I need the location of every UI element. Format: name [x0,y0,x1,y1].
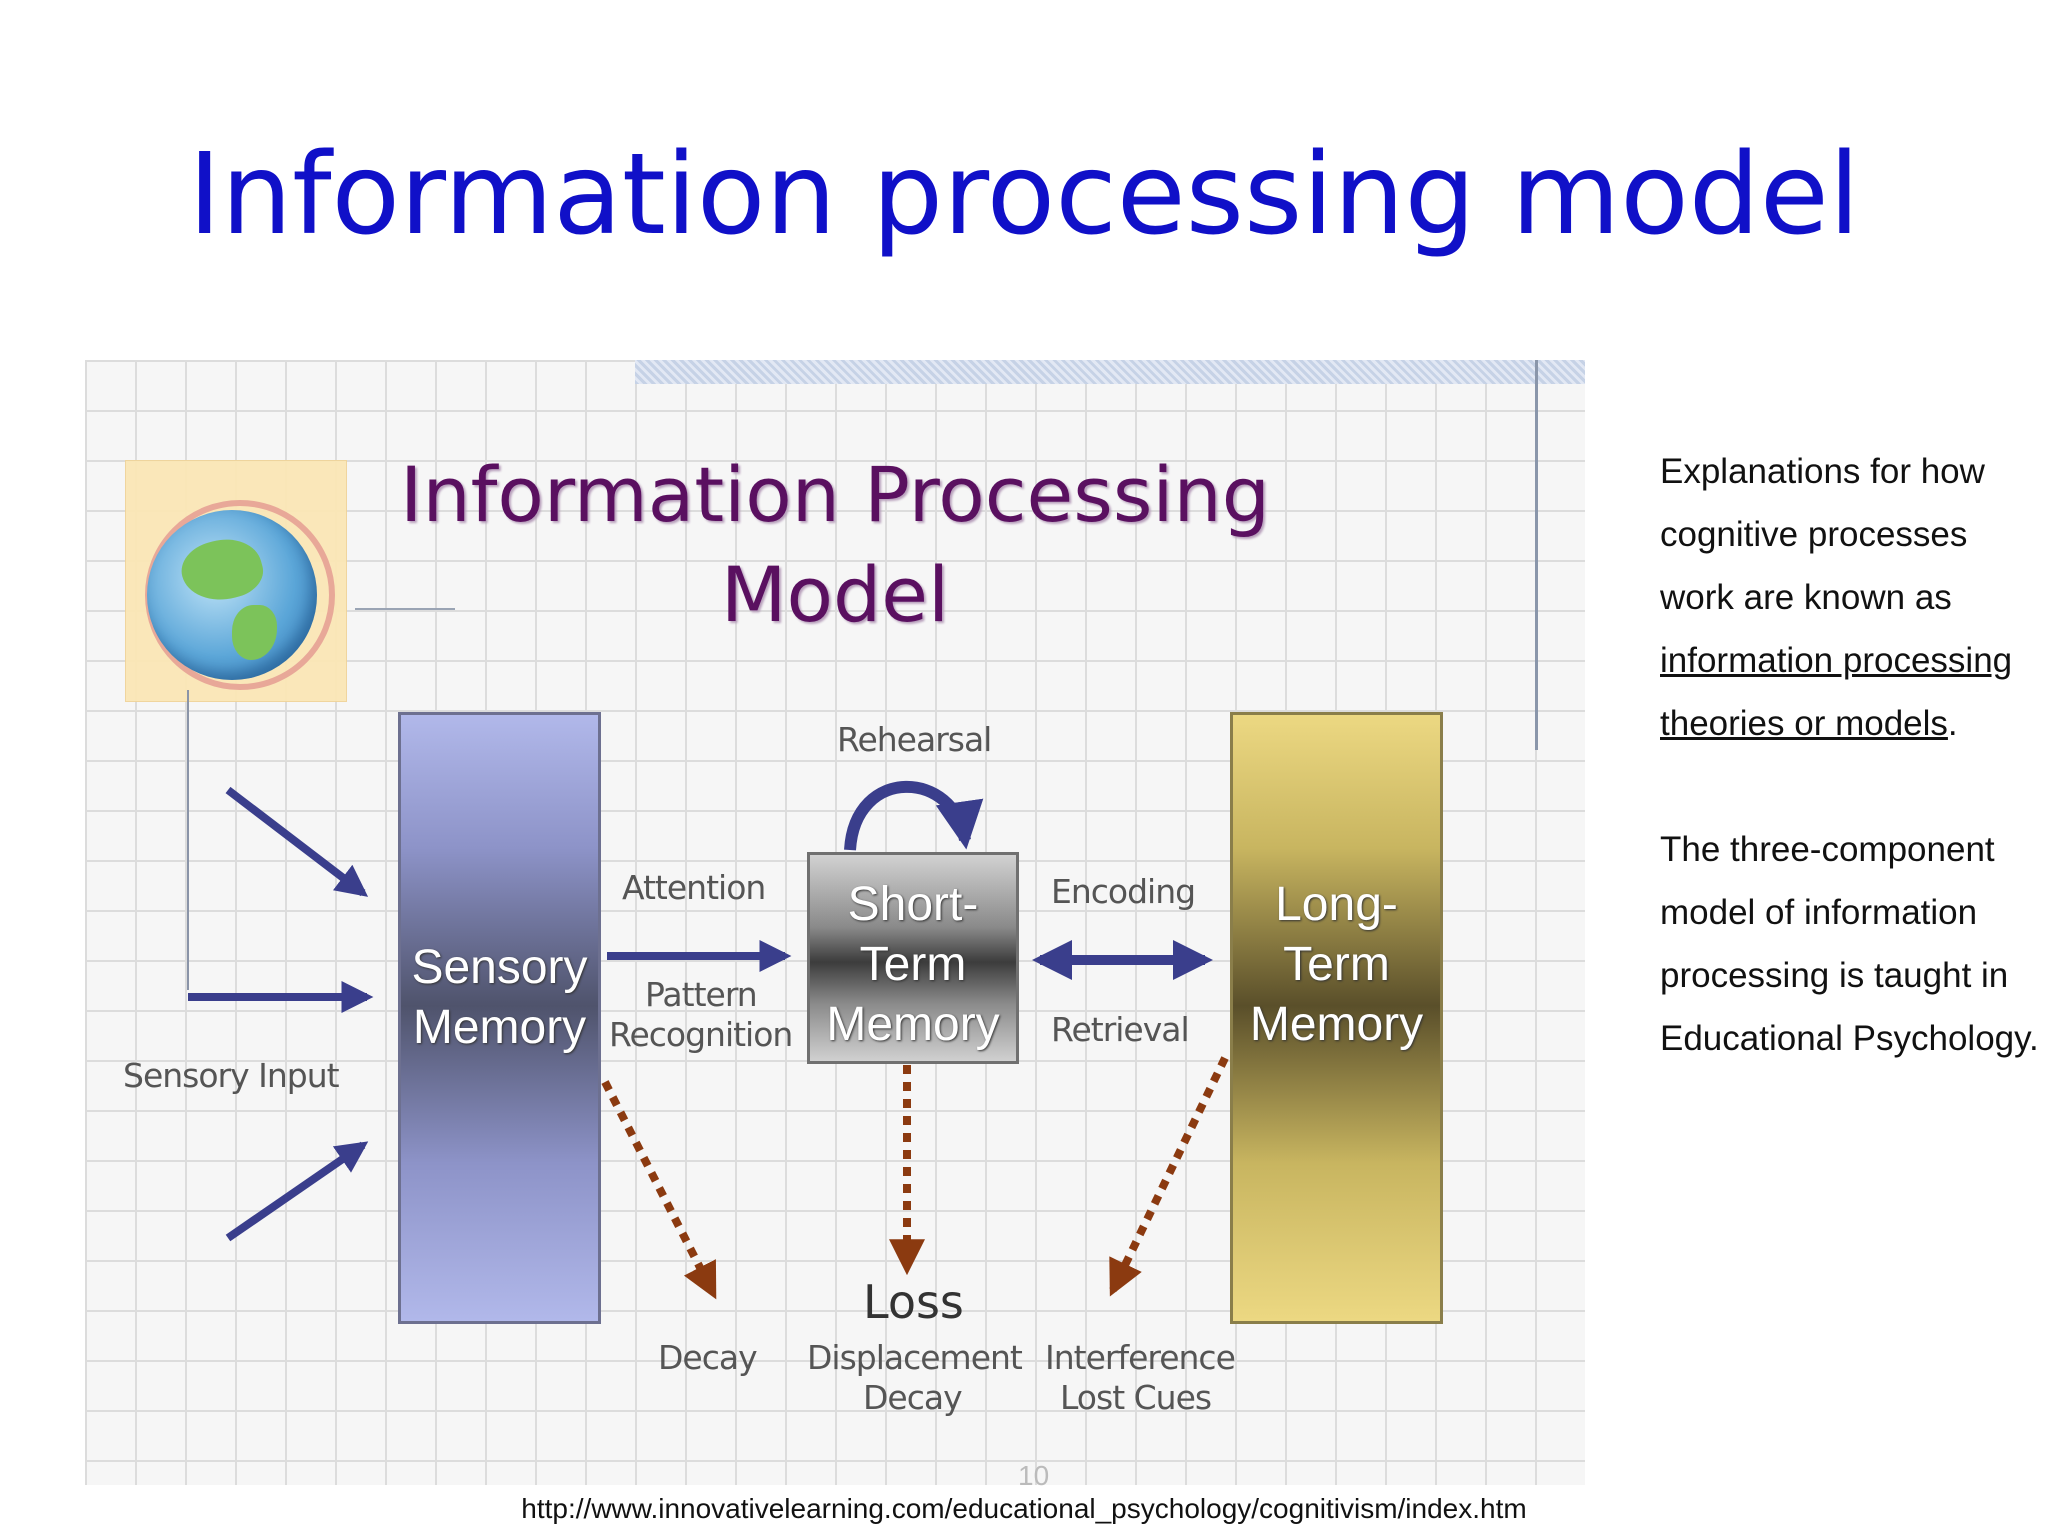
lost-cues-label: Lost Cues [1060,1378,1212,1417]
explanation-paragraph-2: The three-component model of information… [1660,830,2039,1058]
explanation-paragraph-1-start: Explanations for how cognitive processes… [1660,452,1985,617]
long-term-memory-label-line3: Memory [1249,998,1424,1051]
decorative-horizontal-line [355,608,455,610]
recognition-label: Recognition [609,1015,793,1054]
decay-label: Decay [658,1338,758,1377]
explanation-paragraph-1: Explanations for how cognitive processes… [1660,440,2040,755]
short-term-memory-label-line3: Memory [826,998,1000,1051]
explanation-text: Explanations for how cognitive processes… [1660,440,2040,1133]
sensory-memory-label-line2: Memory [412,1001,587,1054]
explanation-paragraph-1-end: . [1947,704,1958,743]
page-number: 10 [1018,1460,1050,1491]
long-term-memory-label-line2: Term [1283,938,1390,991]
diagram-title-line2: Model [720,550,950,639]
short-term-memory-label-line2: Term [859,938,967,991]
sensory-input-label: Sensory Input [123,1056,340,1095]
interference-arrow [1109,1056,1229,1297]
decay-arrow [601,1080,717,1300]
rehearsal-arrow [844,780,984,851]
encoding-label: Encoding [1051,872,1196,911]
rehearsal-label: Rehearsal [837,720,992,759]
decorative-band [635,360,1585,384]
sensory-memory-label-line1: Sensory [411,941,588,994]
diagram-title: Information Processing Model [335,445,1335,645]
globe-icon [147,510,317,680]
diagram-title-line1: Information Processing [400,450,1270,539]
decay-label-2: Decay [863,1378,963,1417]
sensory-input-arrow-bottom [225,1141,369,1242]
pattern-label: Pattern [645,975,758,1014]
slide-title: Information processing model [188,130,1860,260]
attention-label: Attention [622,868,766,907]
sensory-input-arrow-top [225,786,369,897]
retrieval-label: Retrieval [1051,1010,1190,1049]
displacement-label: Displacement [807,1338,1023,1377]
long-term-memory-box: Long- Term Memory [1230,712,1443,1324]
information-processing-diagram: Information Processing Model Sensory Mem… [85,360,1585,1485]
long-term-memory-label-line1: Long- [1275,878,1398,931]
short-term-memory-label-line1: Short- [847,878,979,931]
short-term-memory-box: Short- Term Memory [807,852,1019,1064]
loss-label: Loss [863,1275,964,1329]
diagram-arrows [188,780,1229,1300]
sensory-memory-box: Sensory Memory [398,712,601,1324]
decorative-left-line [187,690,189,990]
source-url[interactable]: http://www.innovativelearning.com/educat… [521,1493,1527,1524]
decorative-vertical-line [1535,360,1538,750]
interference-label: Interference [1045,1338,1236,1377]
information-processing-theories-link[interactable]: information processing theories or model… [1660,641,2013,743]
